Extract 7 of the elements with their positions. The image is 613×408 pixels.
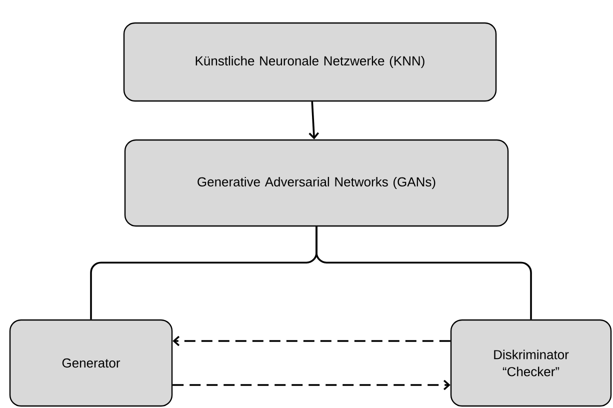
- process-box: Generative Adversarial Networks (GANs): [124, 139, 509, 227]
- arrow: [308, 102, 320, 140]
- process-box: Generator: [9, 319, 173, 407]
- process-box: Diskriminator “Checker”: [450, 319, 612, 407]
- process-box: Künstliche Neuronale Netzwerke (KNN): [123, 22, 497, 102]
- arrow: [172, 380, 450, 390]
- arrow: [172, 336, 450, 346]
